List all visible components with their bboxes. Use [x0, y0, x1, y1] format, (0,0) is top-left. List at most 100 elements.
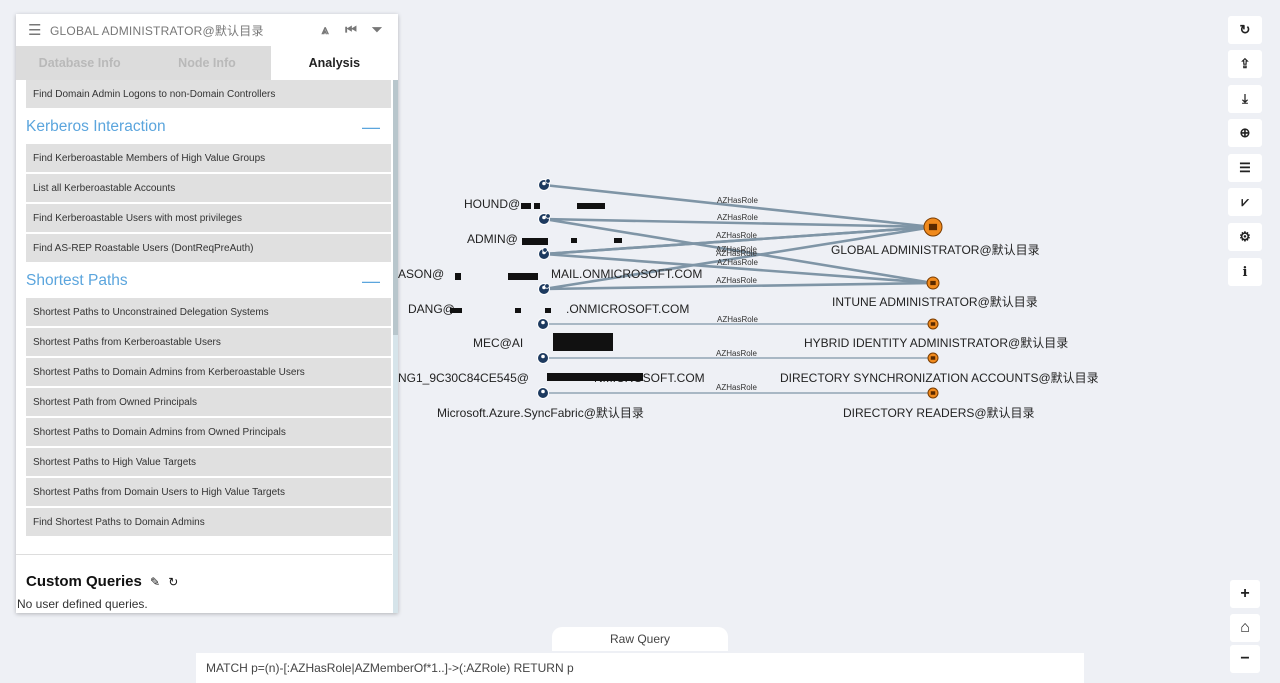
source-node-label: ADMIN@: [467, 232, 518, 246]
role-icon: [928, 223, 938, 231]
redaction-block: [534, 203, 540, 209]
query-item[interactable]: Shortest Paths from Domain Users to High…: [26, 478, 391, 508]
panel-tabs: Database Info Node Info Analysis: [16, 46, 398, 80]
redaction-block: [508, 273, 538, 280]
query-label: Find Kerberoastable Users with most priv…: [33, 212, 242, 224]
query-label: Find AS-REP Roastable Users (DontReqPreA…: [33, 242, 254, 254]
zoom-in-button[interactable]: +: [1230, 580, 1260, 608]
edge-label: AZHasRole: [717, 315, 758, 324]
source-node-label: NG1_9C30C84CE545@: [398, 371, 529, 385]
graph-nodes: [537, 178, 943, 399]
source-node-label: HOUND@: [464, 197, 520, 211]
custom-queries: Custom Queries ✎ ↻ No user defined queri…: [16, 554, 392, 613]
role-node-label: DIRECTORY SYNCHRONIZATION ACCOUNTS@默认目录: [780, 370, 1099, 385]
menu-icon[interactable]: ☰: [28, 22, 42, 39]
graph-edge: [543, 225, 934, 256]
edge-label: AZHasRole: [716, 349, 757, 358]
query-item[interactable]: Shortest Paths to Domain Admins from Own…: [26, 418, 391, 448]
graph-edges: [543, 183, 934, 394]
role-icon: [930, 391, 936, 395]
edge-label: AZHasRole: [716, 249, 757, 258]
upload-icon[interactable]: ⇪: [1228, 50, 1262, 78]
section-kerberos-interaction[interactable]: Kerberos Interaction —: [26, 110, 384, 144]
home-button[interactable]: ⌂: [1230, 614, 1260, 642]
custom-queries-header: Custom Queries ✎ ↻: [26, 573, 178, 590]
user-icon: [542, 181, 546, 186]
query-label: Shortest Paths to Unconstrained Delegati…: [33, 306, 269, 318]
redaction-block: [577, 203, 605, 209]
scrollbar-thumb[interactable]: [393, 80, 398, 335]
node-badge: [545, 178, 551, 184]
zoom-out-button[interactable]: −: [1230, 645, 1260, 673]
redaction-block: [450, 308, 462, 313]
panel-scrollbar[interactable]: [393, 80, 398, 613]
query-label: Find Shortest Paths to Domain Admins: [33, 516, 205, 528]
redaction-block: [522, 238, 548, 245]
settings-icon[interactable]: ⚙: [1228, 223, 1262, 251]
chart-icon[interactable]: ⩗: [1228, 188, 1262, 216]
query-list-icon[interactable]: ☰: [1228, 154, 1262, 182]
query-list: Find Domain Admin Logons to non-Domain C…: [16, 80, 392, 556]
query-label: List all Kerberoastable Accounts: [33, 182, 176, 194]
collapse-icon[interactable]: —: [362, 116, 380, 137]
analysis-panel: ☰ GLOBAL ADMINISTRATOR@默认目录 ⩓ ⏮ ⏷ Databa…: [16, 14, 398, 613]
role-icon: [930, 280, 936, 286]
query-label: Find Domain Admin Logons to non-Domain C…: [33, 88, 276, 100]
info-icon[interactable]: i: [1228, 258, 1262, 286]
query-item[interactable]: Find Kerberoastable Users with most priv…: [26, 204, 391, 234]
section-shortest-paths[interactable]: Shortest Paths —: [26, 264, 384, 298]
section-title: Shortest Paths: [26, 272, 128, 289]
custom-queries-empty: No user defined queries.: [17, 597, 148, 611]
refresh-icon[interactable]: ↻: [1228, 16, 1262, 44]
query-label: Shortest Path from Owned Principals: [33, 396, 197, 408]
tab-analysis[interactable]: Analysis: [270, 46, 398, 80]
tab-database-info[interactable]: Database Info: [16, 46, 144, 80]
edge-label: AZHasRole: [717, 196, 758, 205]
pathfinding-icon[interactable]: ⩓: [321, 22, 329, 37]
node-badge: [545, 213, 551, 219]
role-node-label: DIRECTORY READERS@默认目录: [843, 405, 1035, 420]
query-item[interactable]: Shortest Paths to Unconstrained Delegati…: [26, 298, 391, 328]
query-item[interactable]: Shortest Paths from Kerberoastable Users: [26, 328, 391, 358]
source-node-label: Microsoft.Azure.SyncFabric@默认目录: [437, 405, 644, 420]
query-label: Shortest Paths from Domain Users to High…: [33, 486, 285, 498]
graph-edge: [543, 217, 934, 229]
redaction-block: [547, 373, 643, 381]
user-icon: [541, 320, 545, 325]
download-icon[interactable]: ⤓: [1228, 85, 1262, 113]
raw-query-input[interactable]: MATCH p=(n)-[:AZHasRole|AZMemberOf*1..]-…: [196, 653, 1084, 683]
tab-node-info[interactable]: Node Info: [143, 46, 271, 80]
redaction-block: [614, 238, 622, 243]
query-item[interactable]: Find Shortest Paths to Domain Admins: [26, 508, 391, 538]
query-label: Shortest Paths to Domain Admins from Own…: [33, 426, 286, 438]
node-badge: [544, 283, 550, 289]
edge-label: AZHasRole: [716, 276, 757, 285]
query-item[interactable]: Find AS-REP Roastable Users (DontReqPreA…: [26, 234, 391, 264]
role-node-label: INTUNE ADMINISTRATOR@默认目录: [832, 294, 1038, 309]
edge-label: AZHasRole: [717, 258, 758, 267]
query-item[interactable]: Shortest Path from Owned Principals: [26, 388, 391, 418]
query-item[interactable]: Shortest Paths to High Value Targets: [26, 448, 391, 478]
query-item[interactable]: List all Kerberoastable Accounts: [26, 174, 391, 204]
panel-title: GLOBAL ADMINISTRATOR@默认目录: [50, 23, 264, 38]
raw-query-tab[interactable]: Raw Query: [552, 627, 728, 651]
graph-edge: [543, 281, 934, 291]
back-icon[interactable]: ⏮: [345, 22, 357, 37]
query-item[interactable]: Find Kerberoastable Members of High Valu…: [26, 144, 391, 174]
role-icon: [930, 356, 936, 360]
query-item[interactable]: Find Domain Admin Logons to non-Domain C…: [26, 80, 391, 110]
refresh-icon[interactable]: ↻: [168, 575, 179, 589]
query-label: Shortest Paths to High Value Targets: [33, 456, 197, 468]
redaction-block: [515, 308, 521, 313]
redaction-block: [571, 238, 577, 243]
query-label: Shortest Paths to Domain Admins from Ker…: [33, 366, 305, 378]
edge-label: AZHasRole: [717, 213, 758, 222]
collapse-icon[interactable]: —: [362, 270, 380, 291]
query-item[interactable]: Shortest Paths to Domain Admins from Ker…: [26, 358, 391, 388]
role-node-label: GLOBAL ADMINISTRATOR@默认目录: [831, 242, 1040, 257]
graph-edge: [543, 183, 934, 229]
filter-icon[interactable]: ⏷: [371, 22, 383, 37]
edit-icon[interactable]: ✎: [150, 575, 161, 589]
import-icon[interactable]: ⊕: [1228, 119, 1262, 147]
